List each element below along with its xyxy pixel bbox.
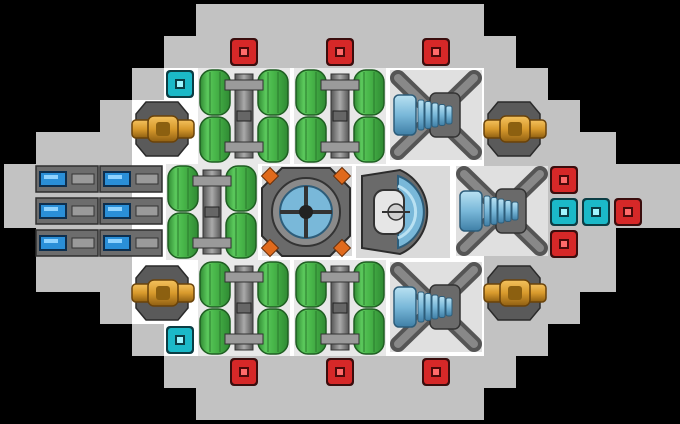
laser-turret[interactable]	[131, 265, 195, 321]
cyan-connector-block[interactable]	[166, 70, 194, 98]
red-connector-block[interactable]	[550, 166, 578, 194]
fuel-tank-module[interactable]	[294, 260, 386, 356]
laser-turret[interactable]	[131, 101, 195, 157]
laser-turret[interactable]	[483, 265, 547, 321]
thruster[interactable]	[390, 262, 482, 352]
thruster[interactable]	[390, 70, 482, 160]
reactor-core[interactable]	[260, 166, 352, 258]
command-module[interactable]	[356, 166, 450, 258]
cyan-connector-block[interactable]	[166, 326, 194, 354]
cyan-connector-block[interactable]	[550, 198, 578, 226]
fuel-tank-module[interactable]	[294, 68, 386, 164]
red-connector-block[interactable]	[326, 358, 354, 386]
laser-turret[interactable]	[483, 101, 547, 157]
battery-cell[interactable]	[35, 197, 99, 225]
red-connector-block[interactable]	[326, 38, 354, 66]
battery-cell[interactable]	[99, 197, 163, 225]
fuel-tank-module[interactable]	[198, 260, 290, 356]
red-connector-block[interactable]	[614, 198, 642, 226]
red-connector-block[interactable]	[230, 38, 258, 66]
cyan-connector-block[interactable]	[582, 198, 610, 226]
battery-cell[interactable]	[99, 165, 163, 193]
red-connector-block[interactable]	[422, 358, 450, 386]
red-connector-block[interactable]	[550, 230, 578, 258]
battery-cell[interactable]	[99, 229, 163, 257]
fuel-tank-module[interactable]	[166, 164, 258, 260]
thruster[interactable]	[456, 166, 548, 256]
red-connector-block[interactable]	[422, 38, 450, 66]
fuel-tank-module[interactable]	[198, 68, 290, 164]
battery-cell[interactable]	[35, 165, 99, 193]
red-connector-block[interactable]	[230, 358, 258, 386]
battery-cell[interactable]	[35, 229, 99, 257]
